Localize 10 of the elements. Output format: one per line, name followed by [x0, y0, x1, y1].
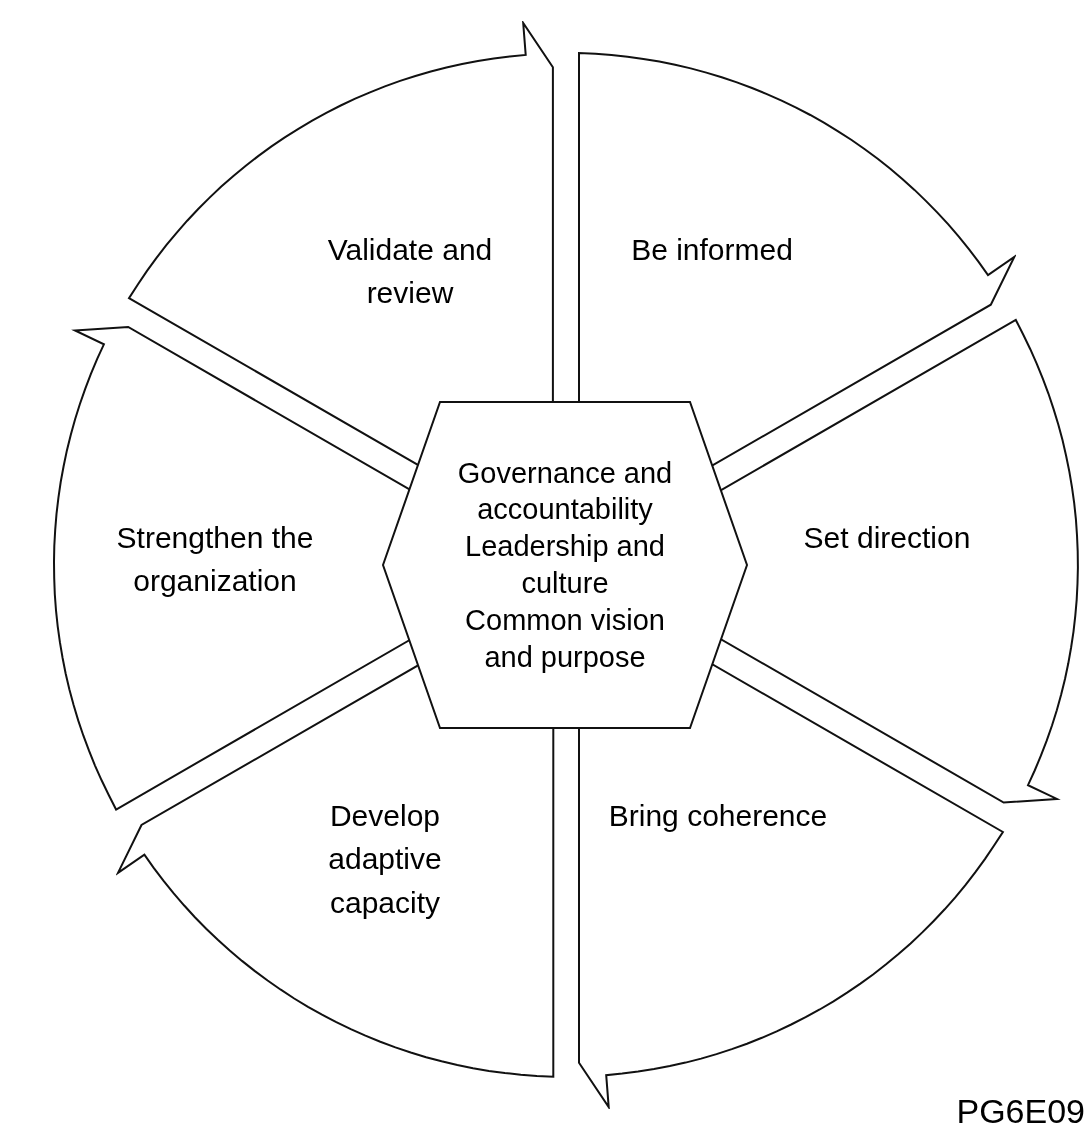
- segment-label: Develop adaptive capacity: [327, 798, 443, 921]
- hexagon-text: Governance and accountability: [456, 455, 674, 528]
- hexagon-text: Common vision and purpose: [464, 602, 666, 675]
- segment-label: Validate and review: [326, 232, 494, 312]
- segment-label: Strengthen the organization: [115, 520, 315, 600]
- segment-label: Bring coherence: [608, 798, 828, 834]
- hexagon-text: Leadership and culture: [464, 529, 666, 601]
- segment-label: Set direction: [802, 520, 972, 556]
- figure-code: PG6E09: [956, 1094, 1085, 1128]
- segment-label: Be informed: [630, 232, 794, 268]
